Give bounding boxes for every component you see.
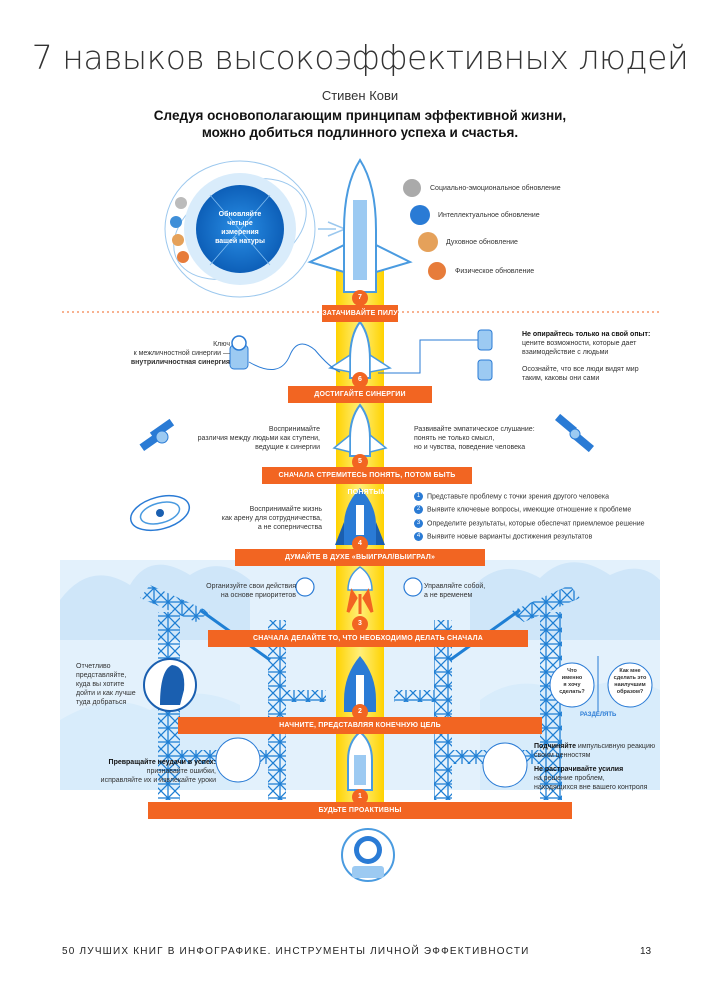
synergy-right-text: Не опирайтесь только на свой опыт: ценит… <box>522 331 651 382</box>
proactive-right-text: Подчиняйте импульсивную реакцию своим це… <box>534 743 656 791</box>
rocket-step-2 <box>344 656 376 712</box>
habit-1-bar: БУДЬТЕ ПРОАКТИВНЫ <box>148 802 572 819</box>
renewal-item-social: Социально-эмоциональное обновление <box>430 185 561 192</box>
question-what-text: Что именно я хочу сделать? <box>559 668 585 695</box>
renewal-item-spiritual: Духовное обновление <box>446 239 518 246</box>
habit-3-number: 3 <box>352 616 368 632</box>
rocket-top <box>307 158 413 293</box>
habit-1-number: 1 <box>352 789 368 805</box>
habit-4-bar: ДУМАЙТЕ В ДУХЕ «ВЫИГРАЛ/ВЫИГРАЛ» <box>235 549 485 566</box>
priorities-icon <box>295 577 315 597</box>
first-right-text: Управляйте собой, а не временем <box>424 583 486 599</box>
astronaut-left-icon <box>229 335 341 373</box>
habit-2-bar: НАЧНИТЕ, ПРЕДСТАВЛЯЯ КОНЕЧНУЮ ЦЕЛЬ <box>178 717 542 734</box>
values-icon <box>482 742 528 788</box>
author: Стивен Кови <box>321 88 399 103</box>
planets-list-icons <box>403 179 446 280</box>
question-circle-how <box>607 662 653 708</box>
renewal-item-intellectual: Интеллектуальное обновление <box>438 212 540 219</box>
understand-left-text: Воспринимайте различия между людьми как … <box>197 426 320 451</box>
self-management-icon <box>403 577 423 597</box>
winwin-left-text: Воспринимайте жизнь как арену для сотруд… <box>221 506 322 531</box>
habit-5-number: 5 <box>352 454 368 470</box>
habit-7-bar: ЗАТАЧИВАЙТЕ ПИЛУ <box>322 305 398 322</box>
habit-6-bar: ДОСТИГАЙТЕ СИНЕРГИИ <box>288 386 432 403</box>
galaxy-icon <box>129 494 191 532</box>
understand-right-text: Развивайте эмпатическое слушание: понять… <box>414 426 535 451</box>
rocket-step-4 <box>335 488 385 545</box>
question-circle-what <box>549 662 595 708</box>
question-how-text: Как мне сделать это наилучшим образом? <box>613 668 647 695</box>
satellite-left-icon <box>139 418 175 452</box>
page-number: 13 <box>640 946 652 957</box>
shuttle-step-6 <box>328 320 392 379</box>
rocket-step-1 <box>347 730 373 791</box>
rocket-step-3 <box>346 566 374 614</box>
footer-book-title: 50 ЛУЧШИХ КНИГ В ИНФОГРАФИКЕ. ИНСТРУМЕНТ… <box>62 946 530 957</box>
habit-6-number: 6 <box>352 372 368 388</box>
page-title: 7 навыков высокоэффективных людей <box>31 38 689 77</box>
proactive-left-text: Превращайте неудачи в успех: признавайте… <box>100 759 216 784</box>
habit-3-bar: СНАЧАЛА ДЕЛАЙТЕ ТО, ЧТО НЕОБХОДИМО ДЕЛАТ… <box>208 630 528 647</box>
astronaut-right-icon <box>378 329 493 381</box>
subtitle: Следуя основополагающим принципам эффект… <box>153 108 567 140</box>
launch-tower-structure <box>140 585 580 800</box>
end-left-text: Отчетливо представляйте, куда вы хотите … <box>76 663 136 706</box>
failure-success-icon <box>215 737 261 783</box>
renewal-center-text: Обновляйте четыре измерения вашей натуры <box>215 211 265 245</box>
satellite-right-icon <box>555 413 594 453</box>
habit-5-bar: СНАЧАЛА СТРЕМИТЕСЬ ПОНЯТЬ, ПОТОМ БЫТЬ ПО… <box>262 467 472 496</box>
first-left-text: Организуйте свои действия на основе прио… <box>206 583 296 599</box>
renewal-planet <box>164 160 347 298</box>
synergy-left-text: Ключ к межличностной синергии — внутрили… <box>130 341 230 366</box>
habit-2-number: 2 <box>352 704 368 720</box>
head-profile-icon <box>143 658 197 712</box>
astronaut-icon <box>341 828 395 882</box>
divide-label: РАЗДЕЛЯТЬ <box>580 712 617 718</box>
habit-7-number: 7 <box>352 290 368 306</box>
habit-4-number: 4 <box>352 536 368 552</box>
renewal-item-physical: Физическое обновление <box>455 268 535 275</box>
